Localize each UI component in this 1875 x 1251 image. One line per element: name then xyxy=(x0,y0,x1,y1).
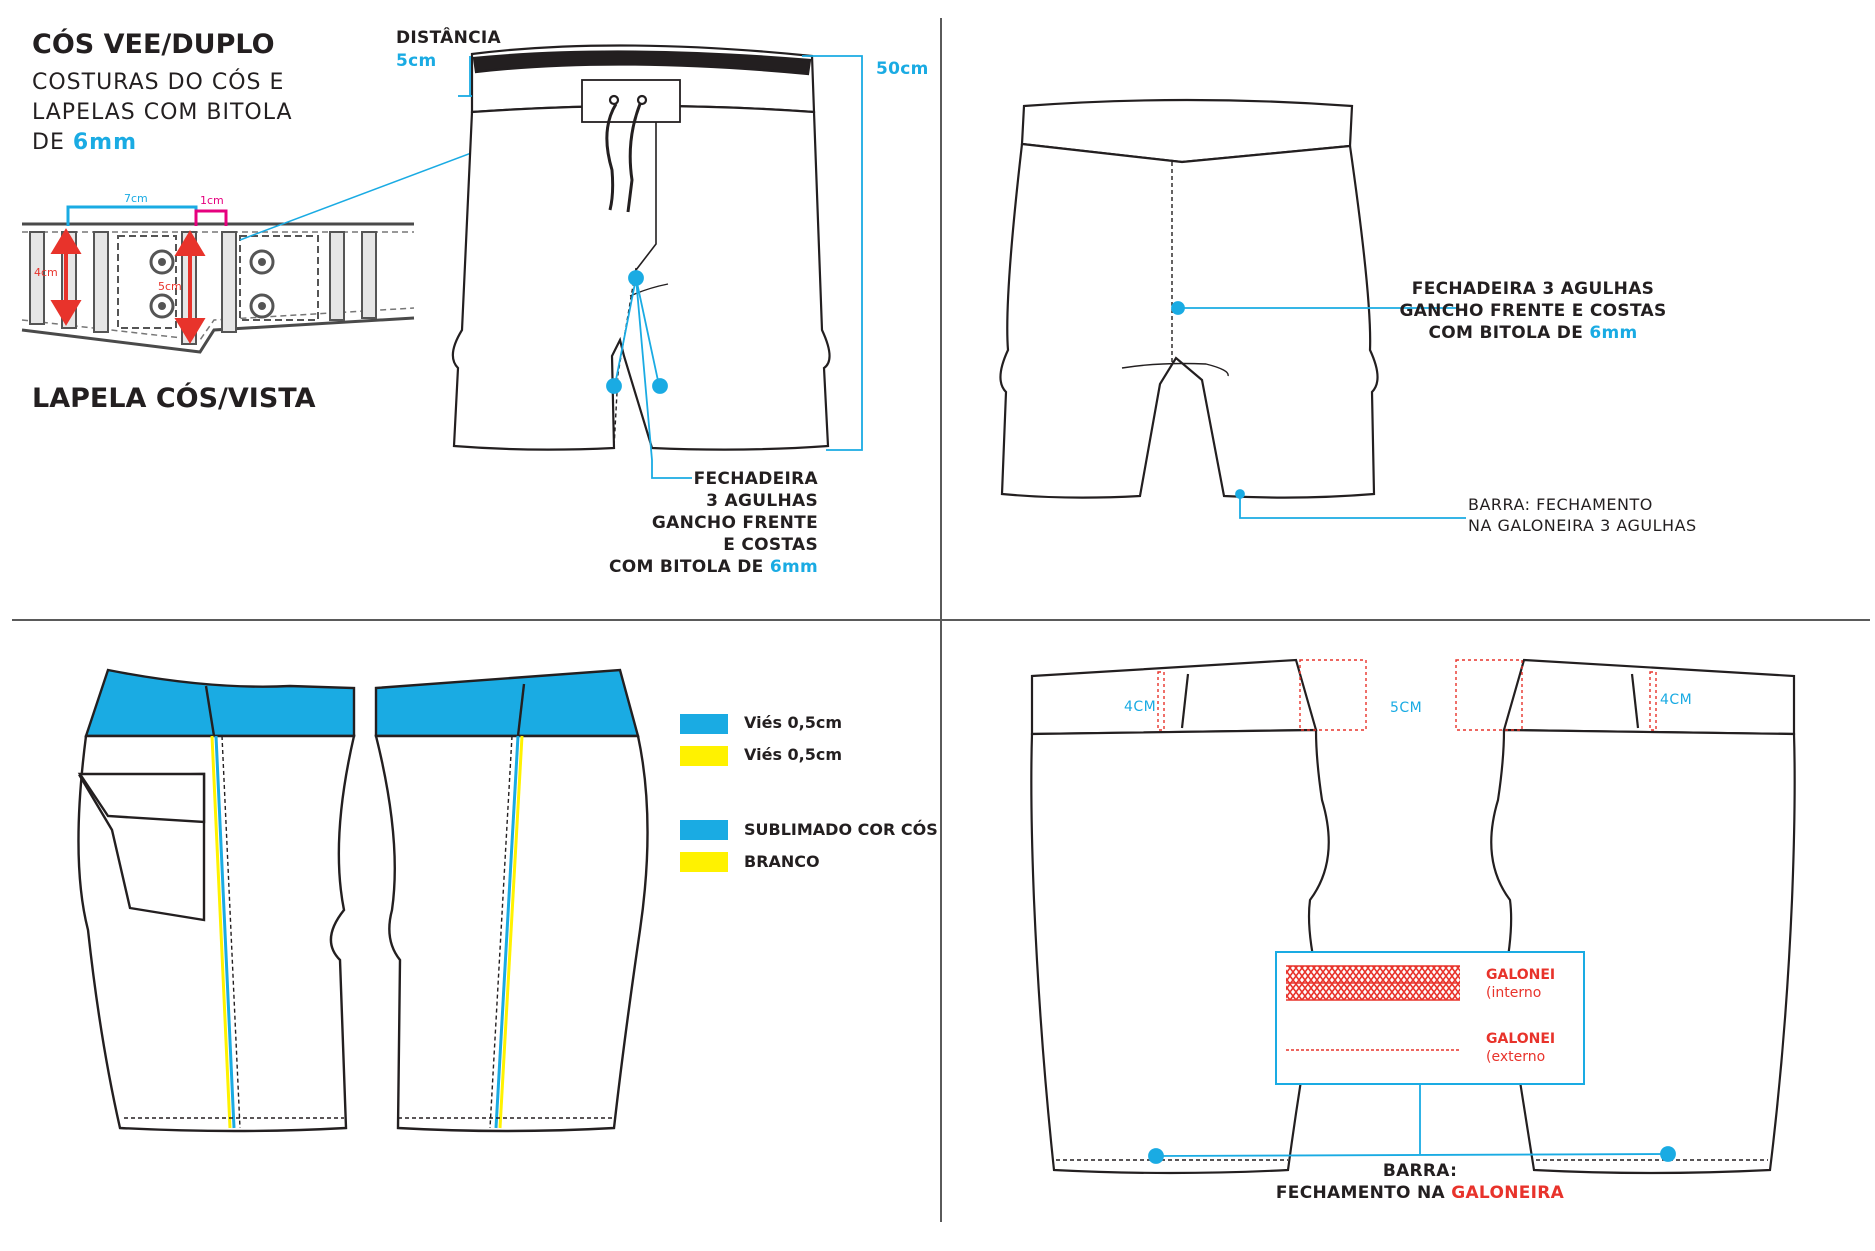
galonei-external-label: GALONEI (externo xyxy=(1486,1031,1556,1065)
legend-swatch-4 xyxy=(680,852,728,872)
legend-swatch-3 xyxy=(680,820,728,840)
side-hem-note: BARRA: FECHAMENTO NA GALONEIRA xyxy=(1275,1161,1565,1203)
dim-4cm-left: 4CM xyxy=(1124,699,1157,715)
waistband-subtitle-line-2: LAPELAS COM BITOLA xyxy=(32,100,293,125)
dim-4cm-right: 4CM xyxy=(1660,692,1693,708)
dim-1cm: 1cm xyxy=(200,194,224,207)
back-hem-note: BARRA: FECHAMENTO NA GALONEIRA 3 AGULHAS xyxy=(1468,495,1697,535)
legend-swatch-1 xyxy=(680,714,728,734)
dim-7cm: 7cm xyxy=(124,192,148,205)
back-shorts-drawing xyxy=(999,98,1379,499)
distance-value: 5cm xyxy=(396,51,437,71)
side-view-dimension-boxes xyxy=(1157,659,1657,731)
front-seam-note: FECHADEIRA 3 AGULHAS GANCHO FRENTE E COS… xyxy=(608,469,818,577)
dim-4cm: 4cm xyxy=(34,266,58,279)
legend-label-1: Viés 0,5cm xyxy=(744,713,843,732)
side-view-hem-markers xyxy=(1148,1084,1676,1164)
galonei-internal-label: GALONEI (interno xyxy=(1486,967,1556,1001)
legend-swatch-2 xyxy=(680,746,728,766)
dim-5cm-side: 5CM xyxy=(1390,700,1423,716)
length-value: 50cm xyxy=(876,59,929,79)
legend-label-3: SUBLIMADO COR CÓS xyxy=(744,820,938,839)
side-view-left-drawing xyxy=(1030,658,1330,1175)
legend-label-2: Viés 0,5cm xyxy=(744,745,843,764)
back-shorts-seam-markers xyxy=(1171,301,1466,519)
side-view-right-drawing xyxy=(1490,658,1796,1175)
waistband-subtitle-line-1: COSTURAS DO CÓS E xyxy=(32,70,285,95)
back-seam-note: FECHADEIRA 3 AGULHAS GANCHO FRENTE E COS… xyxy=(1399,279,1667,343)
side-panel-right-drawing xyxy=(374,668,649,1133)
front-shorts-drawing xyxy=(451,44,831,451)
front-shorts-seam-markers xyxy=(458,55,863,479)
distance-label: DISTÂNCIA xyxy=(396,28,501,48)
legend-label-4: BRANCO xyxy=(744,852,820,871)
waistband-title: CÓS VEE/DUPLO xyxy=(32,29,275,60)
galoneira-legend-box xyxy=(1275,951,1585,1085)
lapel-section-title: LAPELA CÓS/VISTA xyxy=(32,383,316,414)
waistband-subtitle-line-3: DE 6mm xyxy=(32,130,137,155)
stitch-gauge-value: 6mm xyxy=(72,130,137,155)
side-panel-left-drawing xyxy=(77,668,356,1133)
dim-5cm: 5cm xyxy=(158,280,182,293)
